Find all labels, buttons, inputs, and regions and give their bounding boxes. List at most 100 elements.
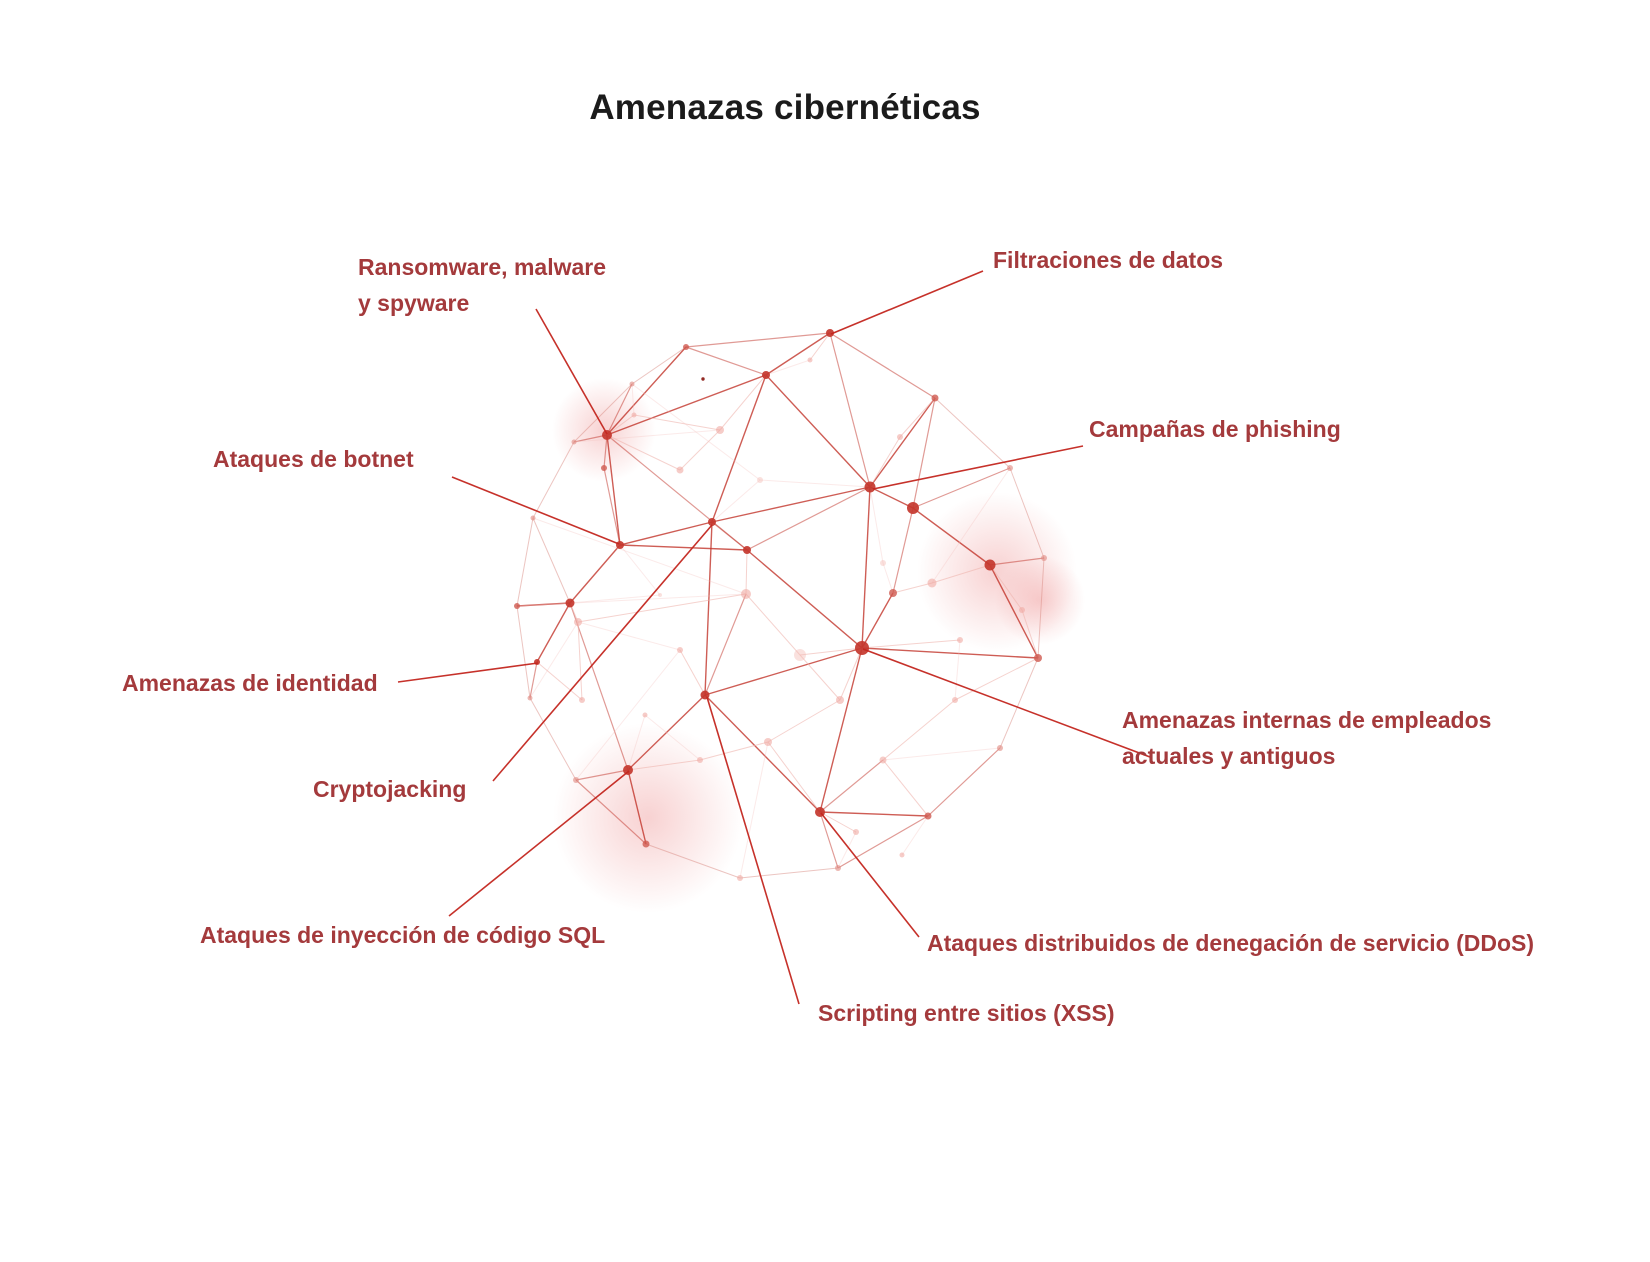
mesh-node [889,589,897,597]
mesh-edge [819,811,857,833]
mesh-edge [745,549,748,595]
mesh-edge [861,486,871,649]
mesh-edge [606,434,621,546]
mesh-node [574,618,582,626]
mesh-node [676,466,684,474]
leader-line-botnet [451,476,620,545]
mesh-edge [577,593,747,623]
mesh-node [573,777,579,783]
mesh-edge [685,332,831,348]
mesh-edge [532,517,747,595]
mesh-edge [645,843,741,879]
mesh-node [629,381,635,387]
mesh-node [741,589,751,599]
mesh-node [708,518,716,526]
label-cryptojacking: Cryptojacking [313,776,467,802]
label-insider: Amenazas internas de empleados actuales … [1122,707,1492,769]
mesh-edge [954,639,961,701]
mesh-edge [799,654,841,701]
mesh-edge [839,647,863,701]
label-ddos: Ataques distribuidos de denegación de se… [927,930,1535,956]
mesh-edge [892,582,933,594]
mesh-node [764,738,772,746]
mesh-edge [699,741,769,761]
mesh-edge [1021,609,1039,659]
mesh-edge [739,867,839,879]
mesh-node [743,546,751,554]
mesh-edge [685,346,767,376]
mesh-node [864,481,876,493]
mesh-node [853,829,859,835]
mesh-edge [516,593,747,607]
mesh-edge [1009,467,1045,559]
mesh-node [677,647,683,653]
mesh-node [836,696,844,704]
mesh-node [762,371,770,379]
mesh-edge [619,521,713,546]
mesh-edge [901,815,929,856]
mesh-edge [829,332,936,399]
mesh-edge [575,769,629,781]
mesh-edge [819,647,863,813]
mesh-edge [861,592,894,649]
mesh-node [602,430,612,440]
mesh-edge [606,414,635,436]
mesh-node [1041,555,1047,561]
mesh-edge [619,544,748,551]
mesh-edge [577,621,583,701]
mesh-edge [606,346,687,436]
mesh-edge [569,602,629,771]
leader-line-data-breaches [830,270,984,335]
mesh-node [683,344,689,350]
mesh-node [530,515,536,521]
mesh-node [879,756,887,764]
mesh-edge [739,741,769,879]
mesh-node [616,541,624,549]
mesh-edge [627,759,701,771]
mesh-edge [719,374,767,431]
mesh-edge [679,429,721,471]
mesh-edge [882,759,929,817]
mesh-edge [536,661,583,701]
mesh-edge [711,479,761,523]
mesh-edge [999,657,1039,749]
mesh-edge [765,374,871,488]
mesh-edge [989,564,1023,611]
mesh-node [716,426,724,434]
mesh-edge [679,649,706,696]
mesh-edge [989,564,1039,659]
mesh-node [514,603,520,609]
mesh-node [737,875,743,881]
mesh-node [897,434,903,440]
mesh-edge [516,602,571,607]
leader-line-cryptojacking [492,524,713,782]
mesh-node [631,412,637,418]
label-ransomware: Ransomware, malware y spyware [358,254,607,316]
mesh-node [527,695,533,701]
mesh-node [997,745,1003,751]
mesh-node [601,465,607,471]
label-phishing: Campañas de phishing [1089,416,1341,442]
mesh-edge [745,593,801,656]
mesh-edge [869,436,901,488]
mesh-edge [575,779,647,845]
mesh-node [927,578,937,588]
mesh-edge [819,811,839,869]
mesh-edge [861,647,1039,659]
mesh-edge [644,714,701,761]
mesh-node [658,593,662,597]
mesh-node [642,840,650,848]
mesh-edge [746,549,863,649]
mesh-node [924,812,932,820]
mesh-node [579,697,585,703]
mesh-edge [711,521,748,551]
mesh-node [880,560,886,566]
label-identity: Amenazas de identidad [122,670,378,696]
mesh-edge [569,594,661,604]
mesh-node [1034,654,1042,662]
mesh-edge [819,811,929,817]
mesh-edge [892,507,914,594]
mesh-edge [631,383,635,416]
